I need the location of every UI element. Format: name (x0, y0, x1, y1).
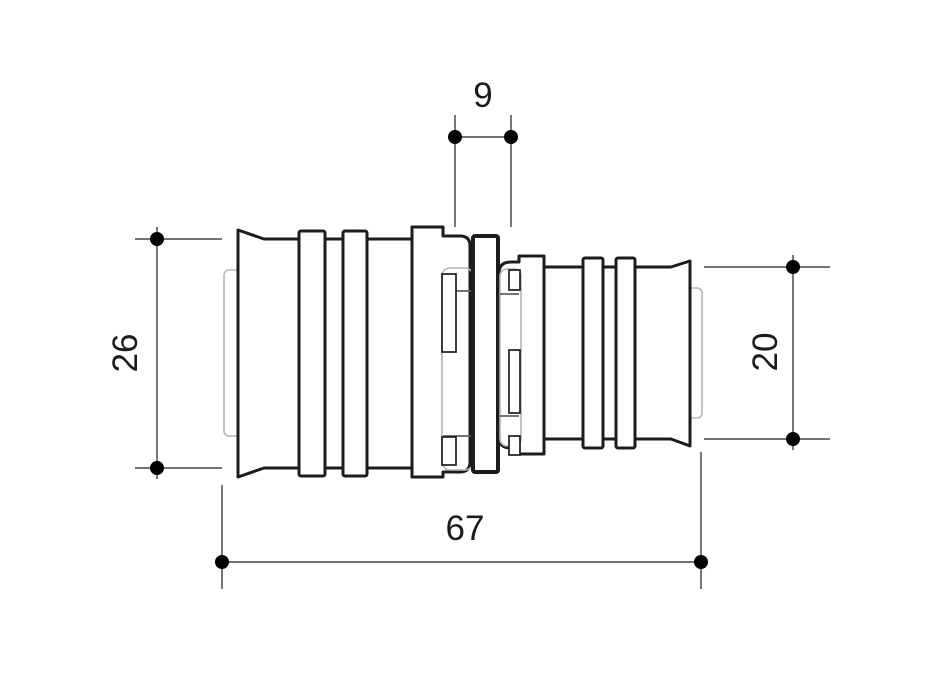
center-stop-flange (471, 234, 500, 474)
right-diameter-marker-top (786, 260, 800, 274)
overall-length-marker-right (694, 555, 708, 569)
gap-dimension-label: 9 (473, 76, 492, 115)
left-inspection-window-bottom (441, 436, 457, 466)
fitting-left-section (223, 225, 500, 479)
right-rib-1 (581, 256, 605, 450)
left-rib-2 (341, 229, 369, 478)
dimension-gap-width: 9 (448, 76, 518, 227)
right-diameter-marker-bottom (786, 432, 800, 446)
right-diameter-label: 20 (746, 333, 785, 372)
overall-length-label: 67 (446, 509, 485, 548)
right-inspection-window-middle (508, 349, 521, 414)
dimension-left-diameter: 26 (106, 227, 222, 479)
gap-marker-left (448, 130, 462, 144)
left-diameter-marker-top (150, 232, 164, 246)
right-rib-2 (614, 256, 637, 450)
left-diameter-label: 26 (106, 334, 145, 373)
right-inspection-window-top (508, 269, 521, 291)
left-rib-1 (297, 229, 327, 478)
dimension-right-diameter: 20 (704, 255, 830, 450)
dimension-overall-length: 67 (215, 452, 708, 589)
left-diameter-marker-bottom (150, 461, 164, 475)
gap-marker-right (504, 130, 518, 144)
fitting-right-section (497, 254, 703, 456)
left-press-sleeve (410, 225, 472, 479)
right-inspection-window-bottom (508, 435, 521, 456)
left-inspection-window-top (441, 273, 457, 353)
overall-length-marker-left (215, 555, 229, 569)
